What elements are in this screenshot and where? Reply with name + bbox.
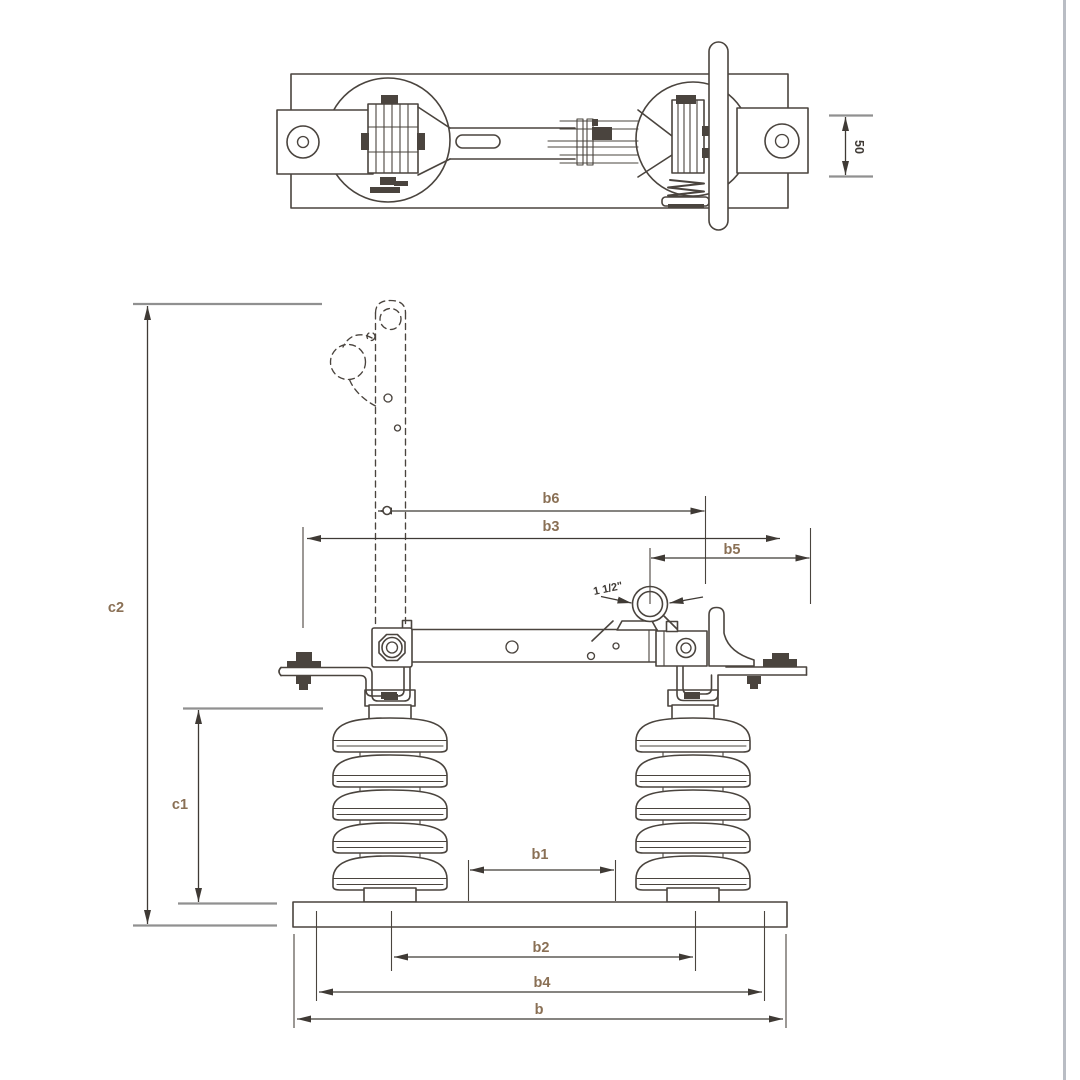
latch-spring-detail — [380, 177, 396, 185]
contact-spring — [667, 179, 705, 200]
right-terminal-bolt — [772, 653, 789, 661]
right-terminal-pad — [763, 659, 797, 667]
left-mounting-tab — [276, 109, 374, 175]
left-insulator — [332, 689, 448, 903]
ring-saddle — [616, 620, 658, 631]
dim-label-b2: b2 — [533, 940, 550, 956]
pivot-bolt — [381, 636, 403, 659]
left-terminal-arm — [278, 652, 411, 702]
blade-assembly — [371, 606, 755, 668]
dim-c1: c1 — [172, 707, 323, 905]
left-terminal-pad — [287, 661, 321, 668]
dim-label-b: b — [535, 1002, 544, 1018]
ring-diameter-label: 1 1/2" — [592, 580, 624, 598]
blade-slot — [455, 134, 501, 149]
dim-b: b — [293, 934, 787, 1028]
dim-b1: b1 — [467, 847, 617, 901]
hinge-contact-assembly — [361, 95, 425, 193]
dim-label-b4: b4 — [534, 975, 551, 991]
dim-b3: b3 — [302, 519, 780, 628]
operating-rod — [329, 299, 407, 629]
blade-hole — [505, 640, 519, 654]
front-view: c2 c1 b6 b3 b5 1 1/2" — [108, 299, 812, 1028]
dim-label-c2: c2 — [108, 600, 124, 616]
pull-ring-edge — [708, 41, 729, 231]
hook-ring — [329, 343, 367, 381]
right-insulator — [635, 689, 751, 903]
dim-label-b5: b5 — [724, 542, 741, 558]
dim-c2: c2 — [108, 302, 322, 927]
dim-b5: b5 — [649, 528, 812, 604]
dim-label-c1: c1 — [172, 797, 188, 813]
dim-label-b6: b6 — [543, 491, 560, 507]
dim-50: 50 — [829, 114, 873, 178]
top-view: 50 — [276, 41, 873, 231]
dim-b4: b4 — [315, 911, 766, 1001]
left-terminal-bolt — [296, 652, 312, 661]
contact-ring — [591, 585, 678, 642]
blade-bar — [410, 628, 658, 663]
dim-label-b1: b1 — [532, 847, 549, 863]
jaw-bolt — [675, 637, 697, 659]
jaw-contact-assembly — [547, 95, 710, 208]
latch-flag — [708, 606, 755, 667]
right-mounting-hole — [764, 123, 800, 159]
dim-b2: b2 — [390, 911, 697, 971]
dim-b6: b6 — [378, 491, 707, 584]
dim-label-b3: b3 — [543, 519, 560, 535]
switch-blade-top — [417, 106, 576, 176]
blade-hole — [612, 642, 620, 650]
right-mounting-tab — [736, 107, 809, 174]
right-terminal-arm — [676, 653, 808, 702]
base-channel — [292, 901, 788, 928]
rod-eye — [379, 307, 402, 331]
blade-hole — [586, 651, 596, 661]
left-mounting-hole — [286, 125, 320, 159]
dim-label-50: 50 — [852, 140, 866, 154]
